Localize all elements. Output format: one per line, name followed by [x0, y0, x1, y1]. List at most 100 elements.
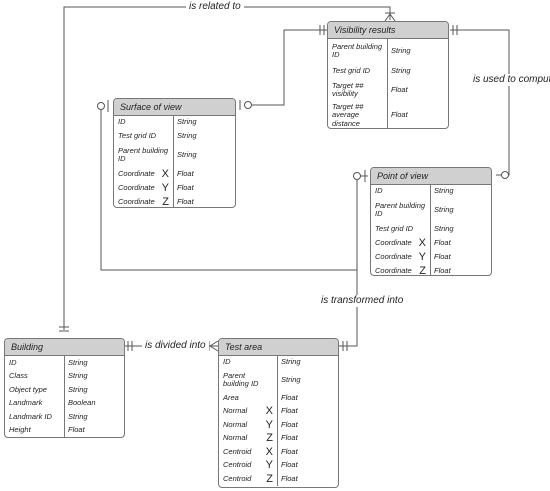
attribute-name: Test grid ID: [332, 65, 371, 75]
attribute-row: Landmark Boolean: [5, 397, 124, 411]
attribute-type: String: [281, 357, 301, 367]
entity-attributes: Parent building ID String Test grid ID S…: [328, 39, 448, 128]
label-is-transformed-into: is transformed into: [318, 295, 407, 307]
entity-title: Surface of view: [114, 99, 235, 116]
entity-point-of-view[interactable]: Point of view ID String Parent building …: [370, 167, 492, 276]
entity-visibility-results[interactable]: Visibility results Parent building ID St…: [327, 21, 449, 129]
attribute-name: Class: [9, 371, 28, 380]
attribute-type: Float: [281, 446, 298, 456]
entity-attributes: ID String Parent building ID String Area…: [219, 356, 338, 486]
attribute-row: Landmark ID String: [5, 410, 124, 424]
attribute-type: String: [177, 117, 197, 127]
used-to-compute-line: [450, 29, 510, 176]
attribute-type: String: [434, 223, 454, 233]
attribute-name: ID: [375, 186, 383, 196]
axis-letter: Z: [162, 196, 169, 208]
attribute-name: ID: [118, 117, 126, 127]
axis-letter: Y: [265, 459, 273, 472]
attribute-row: ID String: [114, 116, 235, 129]
attribute-type: String: [68, 411, 88, 421]
label-is-divided-into: is divided into: [142, 340, 209, 352]
attribute-row: Parent building ID String: [114, 143, 235, 167]
attribute-type: Float: [434, 251, 451, 261]
axis-letter: Y: [161, 182, 169, 194]
attribute-type: Float: [281, 392, 298, 402]
attribute-name: Test grid ID: [118, 130, 157, 140]
entity-test-area[interactable]: Test area ID String Parent building ID S…: [218, 338, 339, 488]
point-right-circle: [501, 171, 509, 179]
attribute-type: Float: [281, 419, 298, 429]
surface-right-circle: [244, 101, 252, 109]
entity-title: Visibility results: [328, 22, 448, 39]
attribute-type: Float: [391, 110, 408, 120]
attribute-type: Float: [281, 406, 298, 415]
axis-letter: Y: [418, 251, 426, 263]
attribute-name: Landmark ID: [9, 411, 52, 421]
attribute-row: ID String: [5, 356, 124, 370]
attribute-type: Float: [434, 237, 451, 247]
visibility-crowfoot-right: [389, 13, 396, 22]
attribute-type: Float: [177, 196, 194, 206]
label-is-related-to: is related to: [186, 1, 244, 13]
attribute-row: Test grid ID String: [371, 222, 491, 236]
axis-letter: X: [161, 168, 169, 180]
attribute-type: String: [177, 149, 197, 159]
attribute-name: Object type: [9, 384, 47, 394]
attribute-type: String: [68, 371, 88, 380]
attribute-type: Float: [177, 182, 194, 192]
axis-letter: Y: [265, 418, 273, 431]
attribute-name: Target ## visibility: [332, 80, 364, 98]
test-area-crowfoot-top: [209, 340, 219, 347]
attribute-name: Height: [9, 425, 31, 434]
entity-building[interactable]: Building ID String Class String Object t…: [4, 338, 125, 438]
attribute-name: Parent building ID: [223, 370, 259, 388]
visibility-crowfoot-left: [384, 13, 391, 22]
attribute-row: ID String: [371, 185, 491, 198]
axis-letter: Z: [266, 432, 273, 445]
entity-attributes: ID String Parent building ID String Test…: [371, 185, 491, 276]
attribute-row: ID String: [219, 356, 338, 369]
attribute-type: Float: [177, 168, 194, 178]
entity-attributes: ID String Test grid ID String Parent bui…: [114, 116, 235, 208]
attribute-type: Float: [68, 425, 85, 434]
attribute-row: Test grid ID String: [114, 129, 235, 143]
attribute-name: Area: [223, 392, 239, 402]
entity-attributes: ID String Class String Object type Strin…: [5, 356, 124, 437]
axis-letter: Z: [266, 472, 273, 485]
attribute-type: String: [68, 384, 88, 394]
attribute-name: Landmark: [9, 398, 43, 407]
attribute-type: Float: [391, 84, 408, 94]
test-area-crowfoot-bottom: [209, 345, 219, 352]
attribute-row: Object type String: [5, 383, 124, 397]
attribute-type: String: [177, 130, 197, 140]
visibility-to-surface-line: [251, 29, 327, 106]
attribute-type: String: [281, 374, 301, 384]
attribute-type: String: [391, 65, 411, 75]
attribute-type: String: [391, 45, 411, 55]
entity-surface-of-view[interactable]: Surface of view ID String Test grid ID S…: [113, 98, 236, 208]
entity-title: Test area: [219, 339, 338, 356]
attribute-name: ID: [223, 357, 231, 367]
attribute-row: Target ## visibility Float: [328, 79, 448, 101]
axis-letter: X: [265, 445, 273, 458]
